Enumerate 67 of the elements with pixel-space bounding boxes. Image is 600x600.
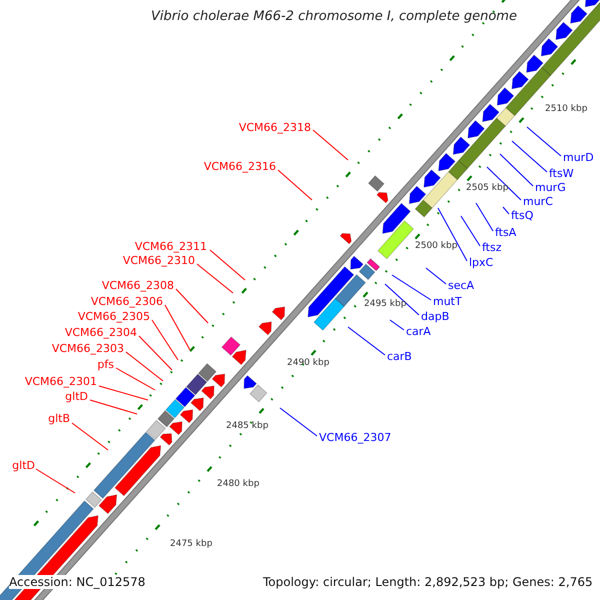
gene-label: VCM66_2307: [319, 431, 392, 444]
gene-label: VCM66_2310: [122, 254, 195, 267]
leader-line: [460, 216, 480, 246]
leader-line: [348, 326, 386, 356]
gene-label: VCM66_2316: [204, 160, 276, 173]
leader-line: [526, 126, 562, 156]
leader-line: [512, 140, 548, 172]
leader-line: [312, 130, 348, 160]
leader-line: [390, 320, 404, 330]
gene-label: mutT: [433, 295, 462, 308]
gene-label: murC: [523, 195, 553, 208]
gene-label: ftsz: [482, 241, 502, 254]
leader-line: [72, 422, 108, 450]
leader-line: [116, 368, 156, 390]
leader-line: [502, 206, 510, 214]
leader-line: [98, 386, 148, 400]
scale-label: 2510 kbp: [545, 104, 588, 115]
gene-label: gltD: [65, 390, 88, 403]
gene-label: VCM66_2301: [24, 375, 97, 388]
title: Vibrio cholerae M66-2 chromosome I, complete genome: [151, 9, 517, 24]
leader-line: [90, 400, 138, 414]
scale-label: 2490 kbp: [287, 358, 330, 369]
scale-label: 2480 kbp: [217, 479, 260, 490]
gene-label: VCM66_2308: [102, 279, 174, 292]
gene-label: VCM66_2311: [134, 240, 207, 253]
accession-text: Accession: NC_012578: [9, 575, 146, 589]
gene-label: VCM66_2305: [78, 310, 150, 323]
gene-label: carB: [387, 350, 412, 363]
leader-line: [152, 320, 178, 360]
leader-line: [164, 304, 190, 350]
gene-label: VCM66_2306: [90, 295, 163, 308]
leader-line: [486, 166, 522, 200]
scale-label: 2495 kbp: [364, 299, 406, 310]
gene-label: VCM66_2318: [238, 121, 311, 134]
leader-line: [196, 264, 234, 294]
leader-line: [278, 170, 312, 200]
leader-line: [500, 154, 534, 186]
leader-line: [210, 250, 246, 280]
gene-label: secA: [448, 279, 474, 292]
gene-label: pfs: [97, 358, 114, 371]
leader-line: [438, 208, 468, 262]
gene-label: murD: [563, 151, 594, 164]
gene-label: ftsA: [495, 226, 516, 239]
gene-label: VCM66_2304: [64, 326, 137, 339]
genome-info-text: Topology: circular; Length: 2,892,523 bp; Genes: 2,765: [263, 575, 593, 589]
gene-label: gltB: [48, 412, 70, 425]
leader-line: [476, 202, 494, 232]
leader-line: [392, 274, 432, 300]
scale-label: 2485 kbp: [226, 421, 268, 432]
gene-label: ftsQ: [511, 209, 534, 222]
leader-line: [138, 336, 172, 370]
leader-line: [36, 468, 76, 494]
scale-label: 2475 kbp: [170, 539, 212, 550]
gene-label: murG: [535, 181, 566, 194]
leader-line: [176, 288, 208, 324]
leader-line: [384, 284, 420, 316]
gene-label: carA: [406, 325, 431, 338]
scale-label: 2500 kbp: [415, 241, 458, 252]
gene-label: dapB: [421, 310, 450, 323]
gene-label: gltD: [12, 459, 35, 472]
gene-label: VCM66_2303: [52, 342, 124, 355]
leader-line: [280, 408, 318, 436]
leader-line: [426, 268, 446, 284]
scale-label: 2505 kbp: [466, 183, 508, 194]
leader-line: [126, 352, 164, 382]
gene-label: ftsW: [549, 167, 574, 180]
gene-label: lpxC: [469, 256, 494, 269]
